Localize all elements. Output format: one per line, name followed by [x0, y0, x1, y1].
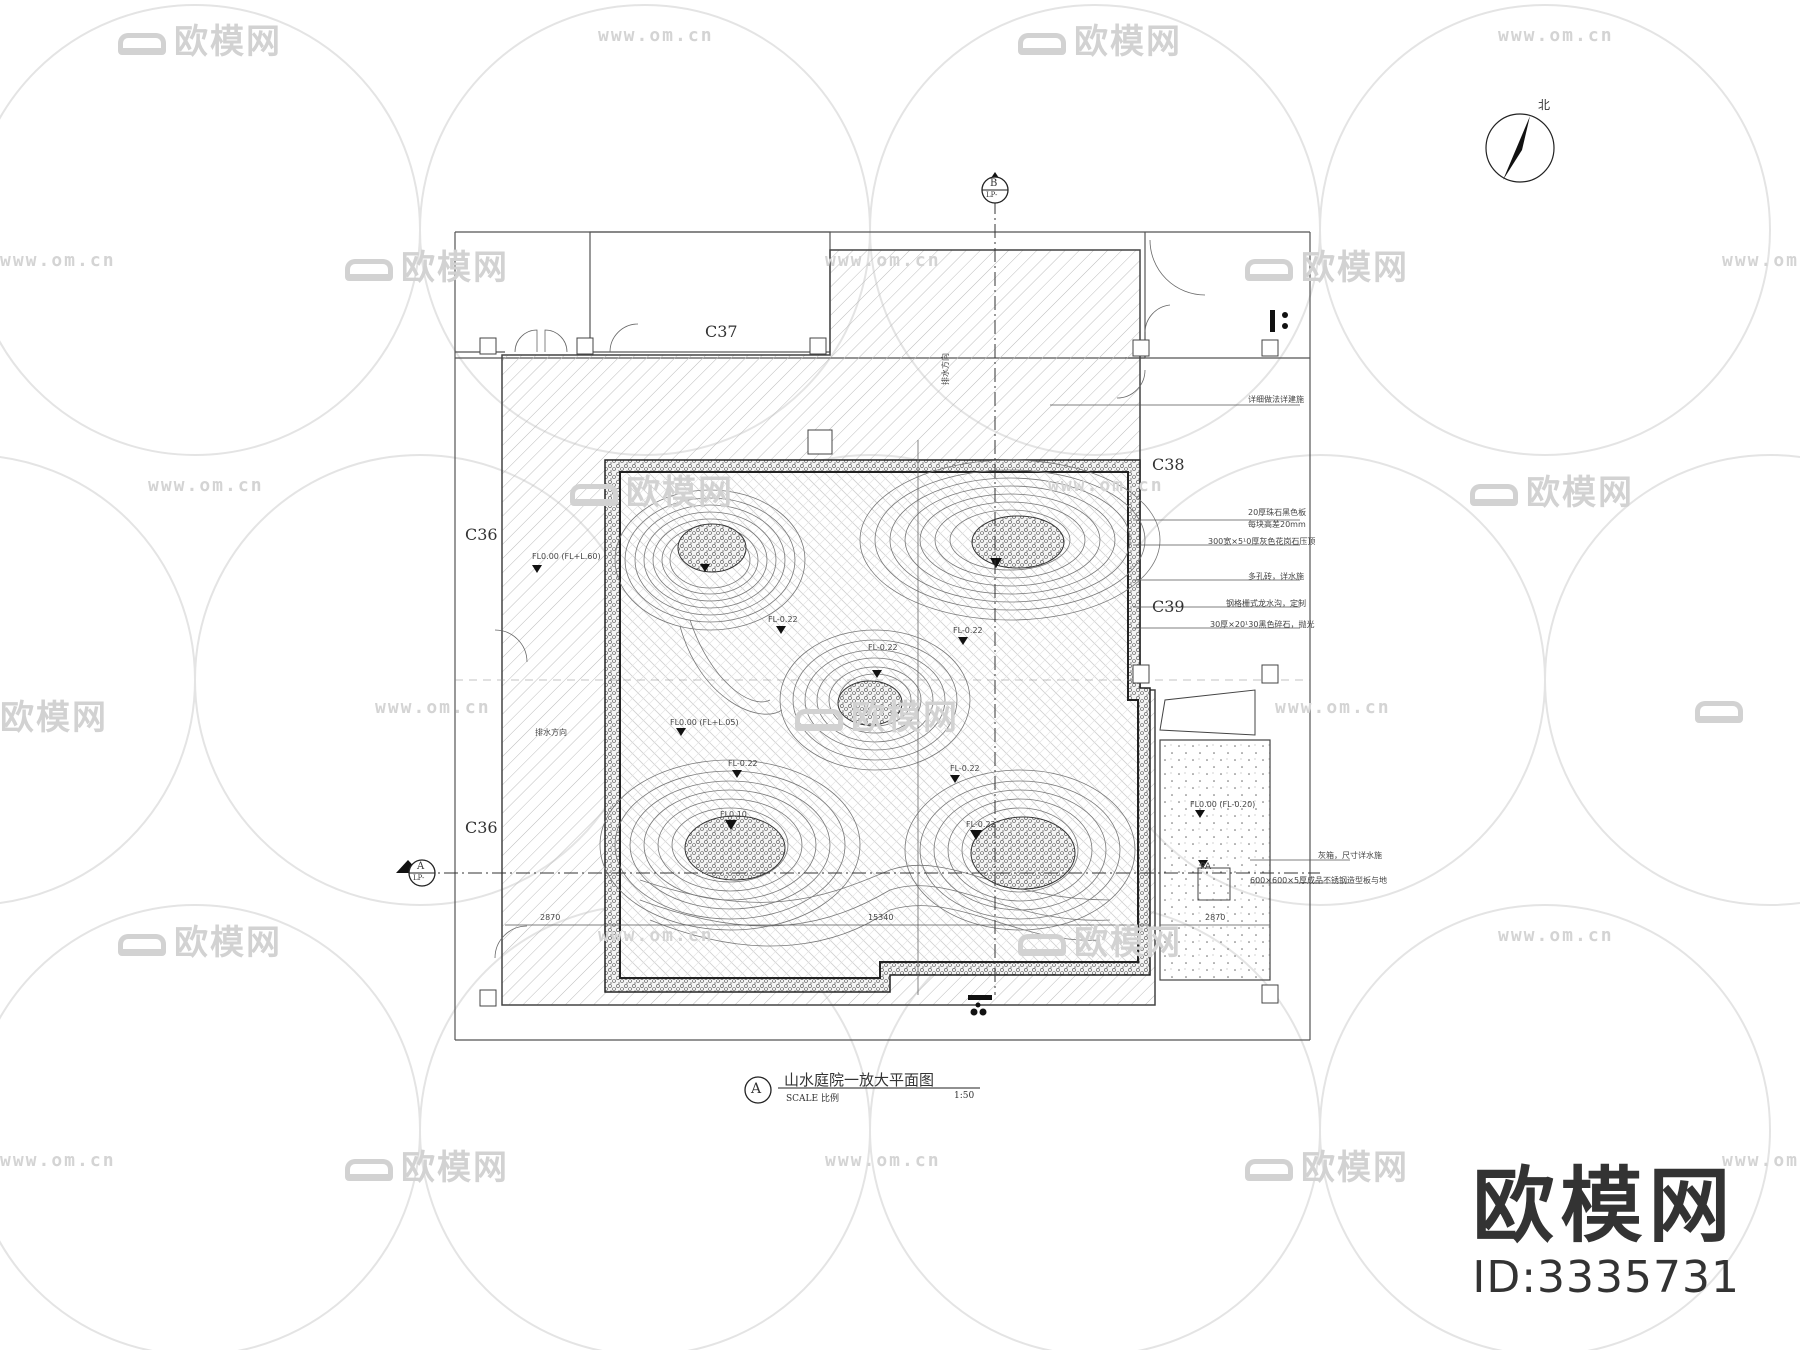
section-marker-left-letter: A [417, 861, 425, 872]
drain-icon [968, 995, 992, 1016]
door-swings [494, 239, 1206, 959]
level-label: FL-0.22 [950, 764, 980, 773]
watermark-logo: 欧模网 [0, 698, 108, 738]
dimension-label: 2870 [1205, 913, 1226, 922]
level-label: FL-0.22 [768, 615, 798, 624]
title-marker-circle [744, 1076, 772, 1104]
watermark-url: www.om.cn [0, 1150, 116, 1171]
note-ash-box: 灰箱，尺寸详水施 [1318, 851, 1382, 860]
watermark-logo: 欧模网 [1018, 14, 1182, 63]
drain-direction-label-2: 排水方向 [941, 353, 950, 385]
note-step-height: 每块高差20mm [1248, 520, 1306, 529]
note-grating-drain: 钢格栅式龙水沟，定制 [1226, 599, 1306, 608]
note-black-gravel: 30厚×20¹30黑色碎石，抛光 [1210, 620, 1315, 629]
section-marker-left [396, 859, 436, 887]
north-label: 北 [1538, 98, 1551, 112]
watermark-url: www.om.cn [825, 250, 941, 271]
note-detail-ref: 详细做法详建施 [1248, 395, 1304, 404]
level-label: FL0.00 (FL+L.05) [670, 718, 739, 727]
sofa-icon [1245, 1159, 1293, 1181]
column-label-c37: C37 [705, 322, 738, 341]
sofa-icon [1018, 934, 1066, 956]
watermark-url: www.om.cn [375, 697, 491, 718]
dimension-label: 2870 [540, 913, 561, 922]
sofa-icon [1018, 33, 1066, 55]
pa-label: PA [1200, 862, 1212, 872]
watermark-url: www.om.cn [148, 475, 264, 496]
level-label: FL0.10 [720, 810, 747, 819]
watermark-logo: 欧模网 [1470, 465, 1634, 514]
watermark-url: www.om.cn [1722, 250, 1800, 271]
watermark-url: www.om.cn [1048, 475, 1164, 496]
watermark-url: www.om.cn [1722, 1150, 1800, 1171]
watermark-url: www.om.cn [1275, 697, 1391, 718]
sofa-icon [345, 259, 393, 281]
note-granite-coping: 300宽×5¹0厚灰色花岗石压顶 [1208, 537, 1316, 546]
section-marker-top-letter: B [990, 178, 998, 189]
footer-brand-name: 欧模网 [1472, 1159, 1737, 1254]
level-label: FL0.00 (FL+L.60) [532, 552, 601, 561]
level-label: FL-0.22 [728, 759, 758, 768]
level-label: FL0.00 (FL-0.20) [1190, 800, 1256, 809]
note-steel-plate: 600×600×5厚成品不锈钢造型板与地 [1250, 876, 1388, 885]
drawing-title: 山水庭院一放大平面图 [784, 1071, 935, 1089]
column-label-c36-upper: C36 [465, 525, 498, 544]
watermark-logo: 欧模网 [345, 240, 509, 289]
level-label: FL-0.22 [868, 643, 898, 652]
title-marker-letter: A [751, 1081, 762, 1097]
note-perforated-brick: 多孔砖，详水施 [1248, 572, 1304, 581]
stair-icon [1270, 310, 1288, 332]
watermark-url: www.om.cn [0, 250, 116, 271]
watermark-url: www.om.cn [825, 1150, 941, 1171]
watermark-logo: 欧模网 [1245, 240, 1409, 289]
note-leaders [1050, 404, 1350, 884]
sofa-icon [118, 33, 166, 55]
contour-mounds [599, 459, 1161, 947]
sofa-icon [795, 709, 843, 731]
section-lines [420, 200, 1320, 995]
section-marker-left-sub: LP- [413, 874, 425, 882]
watermark-logo: 欧模网 [118, 14, 282, 63]
level-markers [532, 558, 1208, 868]
sofa-icon [345, 1159, 393, 1181]
footer-id: ID:3335731 [1472, 1252, 1740, 1303]
note-stone-slab: 20厚珠石黑色板 [1248, 508, 1307, 517]
columns [479, 337, 1279, 1007]
sofa-icon [1695, 701, 1743, 723]
sofa-icon [1245, 259, 1293, 281]
column-label-c36-lower: C36 [465, 818, 498, 837]
watermark-logo: 欧模网 [570, 465, 734, 514]
watermark-url: www.om.cn [1498, 925, 1614, 946]
scale-label: SCALE 比例 [786, 1094, 839, 1104]
drain-direction-label: 排水方向 [535, 728, 567, 737]
sofa-icon [1470, 484, 1518, 506]
section-marker-top-sub: LP- [986, 191, 998, 199]
column-label-c39: C39 [1152, 597, 1185, 616]
watermark-logo [1695, 690, 1751, 730]
footer-brand: 欧模网 ID:3335731 [1472, 1162, 1740, 1304]
sofa-icon [570, 484, 618, 506]
dimension-label: 15340 [868, 913, 894, 922]
watermark-logo: 欧模网 [345, 1140, 509, 1189]
column-label-c38: C38 [1152, 455, 1185, 474]
scale-value: 1:50 [954, 1091, 975, 1101]
watermark-logo: 欧模网 [1245, 1140, 1409, 1189]
watermark-url: www.om.cn [598, 925, 714, 946]
watermark-logo: 欧模网 [118, 915, 282, 964]
level-label: FL-0.22 [966, 820, 996, 829]
north-arrow [1485, 113, 1555, 183]
section-marker-top [981, 172, 1009, 204]
level-label: FL-0.22 [953, 626, 983, 635]
watermark-url: www.om.cn [598, 25, 714, 46]
watermark-logo: 欧模网 [1018, 915, 1182, 964]
watermark-url: www.om.cn [1498, 25, 1614, 46]
watermark-logo: 欧模网 [795, 690, 959, 739]
sofa-icon [118, 934, 166, 956]
